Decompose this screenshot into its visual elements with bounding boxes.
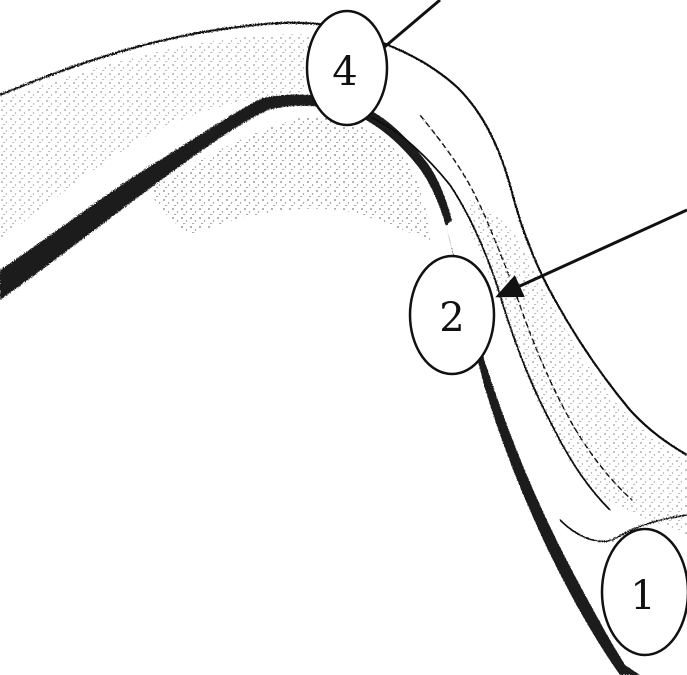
callout-4: 4	[307, 11, 387, 125]
label-4: 4	[332, 49, 357, 95]
lower-inner-stipple	[470, 200, 687, 535]
upper-inner-stipple	[150, 117, 430, 240]
label-2: 2	[439, 295, 464, 341]
label-1: 1	[630, 573, 655, 619]
callout-1: 1	[602, 529, 687, 655]
arrow-to-label-2	[498, 210, 687, 296]
callout-2: 2	[410, 256, 494, 374]
